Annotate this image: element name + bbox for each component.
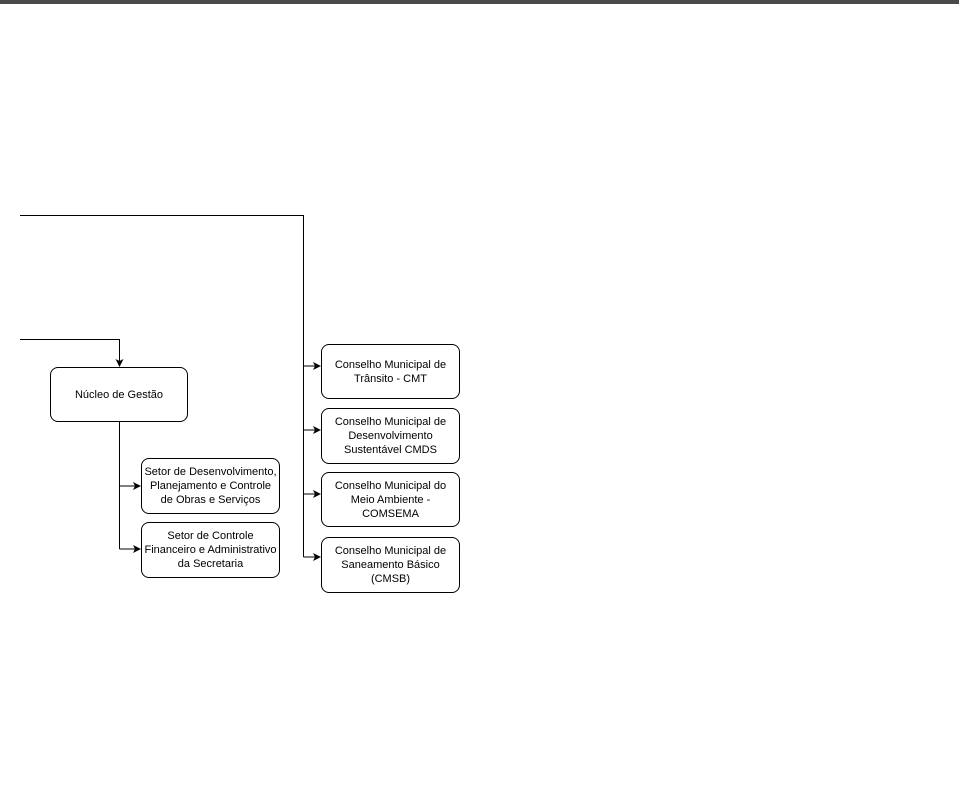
node-setor-financeiro[interactable]: Setor de Controle Financeiro e Administr… <box>141 522 280 578</box>
node-comsema[interactable]: Conselho Municipal do Meio Ambiente - CO… <box>321 472 460 527</box>
node-nucleo-gestao[interactable]: Núcleo de Gestão <box>50 367 188 422</box>
window-top-bar <box>0 0 959 4</box>
connector-to-nucleo <box>20 339 124 367</box>
node-cmsb[interactable]: Conselho Municipal de Saneamento Básico … <box>321 537 460 593</box>
node-cmt[interactable]: Conselho Municipal de Trânsito - CMT <box>321 344 460 399</box>
node-setor-obras[interactable]: Setor de Desenvolvimento, Planejamento e… <box>141 458 280 514</box>
connector-to-councils <box>20 215 304 557</box>
node-cmds[interactable]: Conselho Municipal de Desenvolvimento Su… <box>321 408 460 464</box>
